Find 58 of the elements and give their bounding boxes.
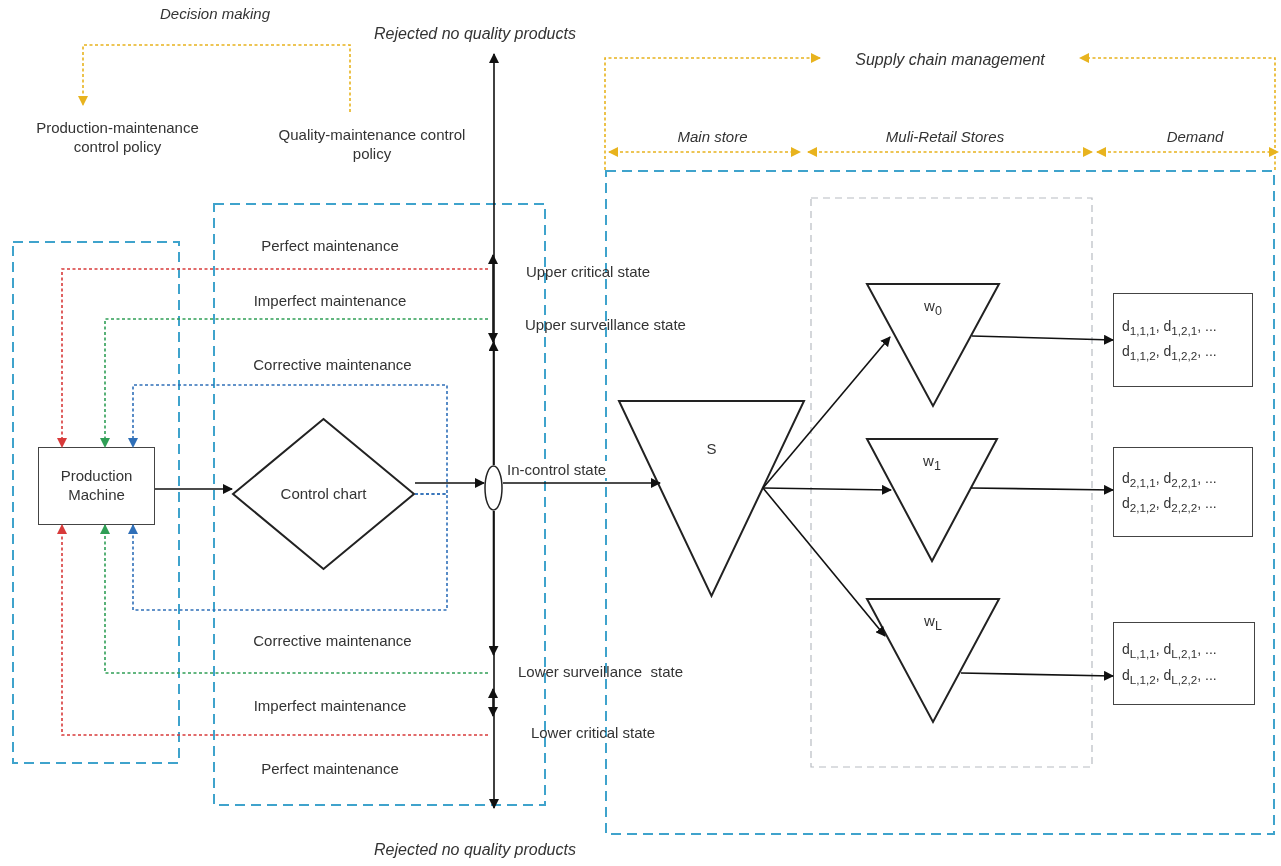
arrow [970, 484, 1114, 495]
shape-label: w$_{1}$ [923, 452, 941, 475]
arrow [762, 484, 892, 495]
state-label: Perfect maintenance [261, 236, 399, 256]
arrow [489, 53, 499, 466]
process-box [38, 447, 155, 525]
note-text: Supply chain management [855, 50, 1045, 70]
dashed-arrow [1079, 53, 1276, 171]
shape-label: d$_{2,1,2}$, d$_{2,2,2}$, ... [1122, 494, 1217, 516]
dashed-arrow [100, 524, 489, 674]
shape-label: d$_{1,1,1}$, d$_{1,2,1}$, ... [1122, 316, 1217, 339]
arrow [502, 478, 661, 488]
dashed-arrow [78, 44, 351, 113]
arrow [762, 487, 886, 637]
process-box [1113, 447, 1253, 537]
section-label: Demand [1165, 128, 1225, 145]
state-label: Lower surveillance state [517, 662, 684, 682]
shape-label: d$_{L,1,2}$, d$_{L,2,2}$, ... [1122, 665, 1217, 688]
arrow [154, 484, 233, 494]
section-label: Muli-Retail Stores [884, 128, 1006, 145]
state-label: Production-maintenance control policy [35, 119, 200, 157]
arrow [762, 336, 891, 489]
arrow [488, 688, 498, 717]
process-box [1113, 622, 1255, 705]
dashed-arrow [128, 493, 448, 611]
note-text: Rejected no quality products [374, 840, 576, 860]
arrow [960, 670, 1114, 681]
dashed-arrow [604, 53, 821, 171]
note-text: Decision making [158, 5, 271, 22]
edge-label: In-control state [505, 461, 609, 478]
shape-label: d$_{2,1,1}$, d$_{2,2,1}$, ... [1122, 468, 1217, 491]
shape-label: Production Machine [59, 467, 134, 505]
dashed-arrow [57, 268, 489, 448]
arrow [488, 341, 499, 466]
shape-label: d$_{1,1,2}$, d$_{1,2,2}$, ... [1122, 342, 1217, 364]
state-label: Corrective maintenance [253, 631, 412, 651]
shape-label: w$_{0}$ [924, 297, 942, 320]
process-box [1113, 293, 1253, 387]
state-label: Corrective maintenance [253, 355, 412, 375]
dashed-arrow [128, 384, 448, 495]
arrow [971, 334, 1114, 345]
arrow [489, 510, 499, 809]
shape-label: d$_{L,1,1}$, d$_{L,2,1}$, ... [1122, 640, 1217, 662]
dashed-arrow [57, 524, 489, 736]
state-label: Perfect maintenance [261, 759, 399, 779]
shape-label: w$_{L}$ [924, 612, 942, 635]
state-label: Upper critical state [525, 262, 651, 282]
state-label: Quality-maintenance control policy [277, 126, 467, 164]
arrow [488, 510, 499, 656]
arrow [488, 254, 498, 343]
shape-label: Control chart [280, 484, 367, 504]
note-text: Rejected no quality products [374, 24, 576, 44]
state-label: Imperfect maintenance [253, 291, 407, 311]
shape-label: S [706, 440, 717, 459]
dashed-arrow [100, 318, 489, 448]
state-label: Imperfect maintenance [253, 696, 407, 716]
arrow [414, 478, 485, 488]
section-label: Main store [676, 128, 749, 145]
